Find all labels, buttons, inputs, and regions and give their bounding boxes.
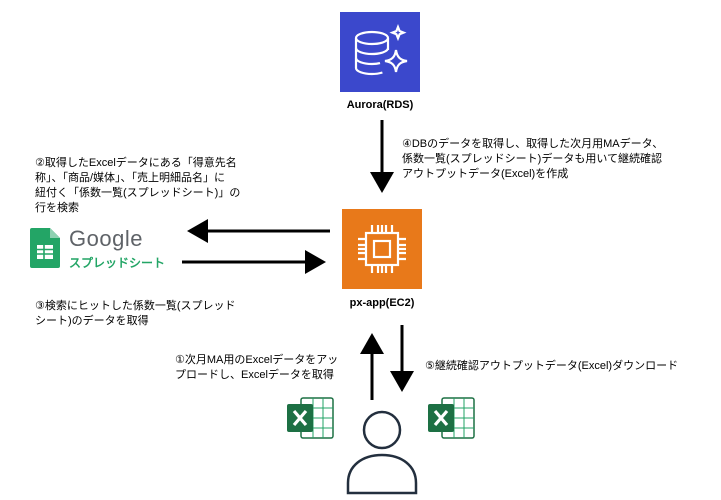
step5-line: ⑤継続確認アウトプットデータ(Excel)ダウンロード bbox=[425, 360, 679, 372]
excel-icon bbox=[428, 397, 475, 439]
step1-line: プロードし、Excelデータを取得 bbox=[175, 369, 334, 381]
google-brand-text: Google bbox=[69, 226, 143, 251]
excel-file-left bbox=[287, 396, 335, 440]
step2-note: ②取得したExcelデータにある「得意先名 称」、「商品/媒体」、「売上明細品名… bbox=[35, 156, 295, 216]
step2-line: ②取得したExcelデータにある「得意先名 bbox=[35, 157, 237, 169]
google-sheets-icon bbox=[30, 228, 60, 268]
ec2-label: px-app(EC2) bbox=[349, 297, 415, 309]
step3-line: ③検索にヒットした係数一覧(スプレッド bbox=[35, 300, 236, 312]
user bbox=[342, 405, 422, 495]
chip-icon bbox=[358, 225, 406, 273]
rds-label: Aurora(RDS) bbox=[346, 99, 414, 111]
step1-line: ①次月MA用のExcelデータをアッ bbox=[175, 354, 339, 366]
step3-line: シート)のデータを取得 bbox=[35, 315, 149, 327]
rds-icon bbox=[340, 12, 420, 92]
step1-note: ①次月MA用のExcelデータをアッ プロードし、Excelデータを取得 bbox=[175, 353, 365, 383]
step4-line: ④DBのデータを取得し、取得した次月用MAデータ、 bbox=[402, 138, 664, 150]
excel-file-right bbox=[428, 396, 476, 440]
step4-note: ④DBのデータを取得し、取得した次月用MAデータ、 係数一覧(スプレッドシート)… bbox=[402, 137, 712, 182]
user-icon bbox=[346, 410, 418, 495]
ec2-icon bbox=[342, 209, 422, 289]
google-sheets-logo: Google スプレッドシート bbox=[30, 226, 200, 274]
step2-line: 行を検索 bbox=[35, 202, 79, 214]
step5-note: ⑤継続確認アウトプットデータ(Excel)ダウンロード bbox=[425, 359, 715, 374]
step3-note: ③検索にヒットした係数一覧(スプレッド シート)のデータを取得 bbox=[35, 299, 295, 329]
step4-line: アウトプットデータ(Excel)を作成 bbox=[402, 168, 569, 180]
database-sparkle-icon bbox=[354, 24, 408, 76]
google-product-text: スプレッドシート bbox=[69, 256, 166, 270]
step4-line: 係数一覧(スプレッドシート)データも用いて継続確認 bbox=[402, 153, 662, 165]
step2-line: 紐付く「係数一覧(スプレッドシート)」の bbox=[35, 187, 241, 199]
step2-line: 称」、「商品/媒体」、「売上明細品名」に bbox=[35, 172, 226, 184]
excel-icon bbox=[287, 397, 334, 439]
